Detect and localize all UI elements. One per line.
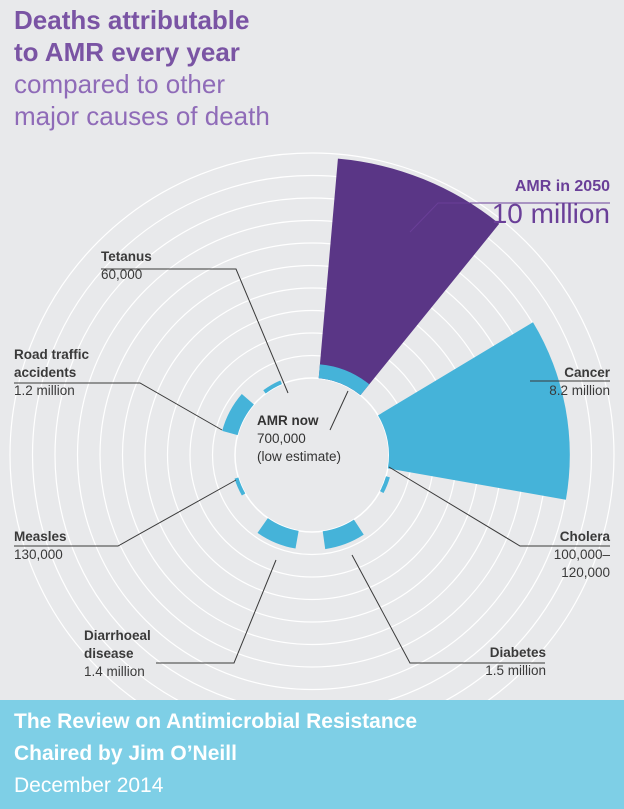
bar-diabetes	[322, 519, 364, 550]
diarrhoeal-name-2: disease	[84, 646, 134, 661]
footer-line-3: December 2014	[14, 774, 164, 797]
leader-cholera	[388, 466, 610, 547]
leader-amr-2050	[409, 202, 610, 233]
amr-2050-name: AMR in 2050	[514, 178, 610, 195]
grid-ring	[9, 152, 615, 700]
measles-value: 130,000	[14, 547, 63, 562]
diabetes-name: Diabetes	[489, 645, 546, 660]
title-line-1: Deaths attributable	[14, 5, 250, 35]
diarrhoeal-value: 1.4 million	[84, 664, 145, 679]
road-value: 1.2 million	[14, 383, 75, 398]
label-amr-2050: AMR in 2050 10 million	[492, 176, 610, 230]
leader-measles	[14, 479, 237, 547]
bar-amr-2050	[318, 158, 500, 396]
label-amr-now: AMR now 700,000 (low estimate)	[257, 412, 341, 466]
leader-diabetes	[351, 554, 545, 664]
bar-amr-now	[318, 364, 370, 396]
amr-now-value: 700,000	[257, 431, 306, 446]
label-cholera: Cholera 100,000– 120,000	[554, 528, 610, 582]
label-diabetes: Diabetes 1.5 million	[485, 644, 546, 680]
title-line-2: to AMR every year	[14, 37, 240, 67]
chart-title: Deaths attributable to AMR every year co…	[14, 4, 270, 132]
cholera-name: Cholera	[559, 529, 610, 544]
label-cancer: Cancer 8.2 million	[549, 364, 610, 400]
footer-banner: The Review on Antimicrobial Resistance C…	[0, 700, 624, 809]
label-measles: Measles 130,000	[14, 528, 67, 564]
leader-tetanus	[101, 268, 289, 394]
footer-line-2: Chaired by Jim O’Neill	[14, 742, 237, 765]
polar-bar-chart	[9, 152, 615, 700]
grid-ring	[31, 174, 593, 700]
bar-tetanus	[263, 380, 282, 394]
cholera-value-1: 100,000–	[553, 547, 610, 562]
amr-now-note: (low estimate)	[257, 449, 342, 464]
amr-now-name: AMR now	[257, 413, 319, 428]
leader-lines	[14, 202, 610, 664]
label-road-traffic: Road traffic accidents 1.2 million	[14, 346, 89, 400]
cholera-value-2: 120,000	[561, 565, 610, 580]
leader-road-traffic	[14, 382, 223, 431]
amr-2050-value: 10 million	[491, 198, 610, 229]
tetanus-name: Tetanus	[101, 249, 152, 264]
leader-diarrhoeal	[156, 559, 277, 664]
cancer-value: 8.2 million	[549, 383, 610, 398]
cancer-name: Cancer	[564, 365, 610, 380]
bar-road-traffic	[222, 393, 254, 436]
label-diarrhoeal: Diarrhoeal disease 1.4 million	[84, 627, 151, 681]
bar-measles	[234, 477, 246, 496]
bar-cholera	[379, 476, 390, 494]
footer-line-1: The Review on Antimicrobial Resistance	[14, 710, 417, 733]
title-line-4: major causes of death	[14, 101, 270, 131]
chart-bars	[222, 158, 570, 550]
bar-diarrhoeal	[257, 518, 299, 549]
measles-name: Measles	[14, 529, 67, 544]
diabetes-value: 1.5 million	[485, 663, 546, 678]
road-name-2: accidents	[14, 365, 77, 380]
title-line-3: compared to other	[14, 69, 226, 99]
bar-cancer	[378, 322, 570, 500]
label-tetanus: Tetanus 60,000	[101, 248, 152, 284]
tetanus-value: 60,000	[101, 267, 143, 282]
road-name-1: Road traffic	[14, 347, 90, 362]
leader-amr-now	[329, 390, 349, 431]
diarrhoeal-name-1: Diarrhoeal	[84, 628, 151, 643]
